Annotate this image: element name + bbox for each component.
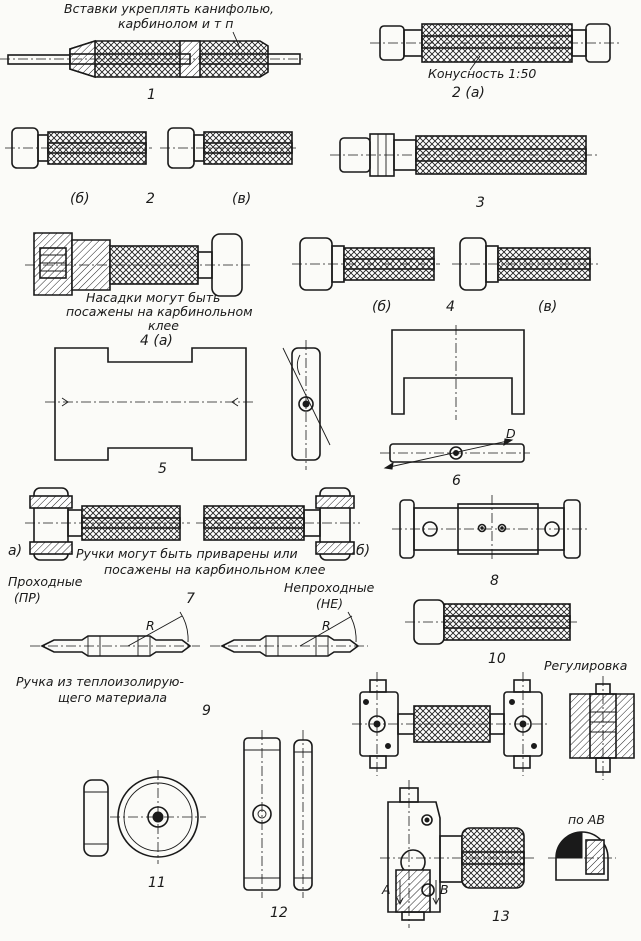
- fig2a-note: Конусность 1:50: [428, 66, 537, 81]
- figure-4a: [25, 232, 250, 297]
- fig9-left-title-line2: (ПР): [14, 590, 41, 605]
- figure-4b: [292, 237, 440, 291]
- figure-10: [405, 599, 580, 645]
- fig4v-label: (в): [538, 299, 558, 315]
- figure-5-side: [282, 340, 331, 470]
- figure-7a: [25, 487, 190, 561]
- fig9-right-title-line1: Непроходные: [284, 580, 375, 595]
- fig10-number: 10: [488, 651, 506, 667]
- figure-2v: [160, 127, 298, 169]
- fig11-number: 11: [148, 875, 166, 891]
- figure-5: [45, 347, 255, 461]
- figure-7b: [196, 487, 360, 561]
- figure-2a: [370, 23, 620, 71]
- figure-13-handle: [380, 780, 535, 928]
- fig4a-note-line3: клее: [148, 318, 179, 333]
- fig4-number: 4: [446, 299, 455, 315]
- fig9-left-radius: R: [146, 618, 155, 633]
- fig6-number: 6: [452, 473, 461, 489]
- figure-3: [330, 133, 598, 177]
- fig4a-note-line2: посажены на карбинольном: [66, 304, 253, 319]
- fig13-section-ab-label: по АВ: [568, 812, 605, 827]
- fig13-regulation-label: Регулировка: [544, 658, 628, 673]
- fig1-number: 1: [147, 87, 156, 103]
- figure-2b: [5, 127, 152, 169]
- fig7-note-line1: Ручки могут быть приварены или: [76, 546, 298, 561]
- fig8-number: 8: [490, 573, 499, 589]
- fig7a-label: а): [8, 543, 23, 559]
- figure-13-section-ab: [548, 831, 616, 881]
- fig1-note-line1: Вставки укреплять канифолью,: [64, 1, 274, 16]
- fig1-note-line2: карбинолом и т п: [118, 16, 234, 31]
- figure-13-regulation: [569, 676, 635, 780]
- fig2-number: 2: [146, 191, 155, 207]
- figure-13-assembly: [352, 672, 550, 776]
- fig12-number: 12: [270, 905, 288, 921]
- fig5-number: 5: [158, 461, 167, 477]
- fig9-right-radius: R: [322, 618, 331, 633]
- fig4a-number: 4 (а): [140, 333, 173, 349]
- figure-11: [83, 770, 206, 864]
- fig2a-number: 2 (а): [452, 85, 485, 101]
- fig9-note-line1: Ручка из теплоизолирую-: [16, 674, 184, 689]
- fig9-note-line2: щего материала: [58, 690, 168, 705]
- figure-1: [0, 31, 305, 79]
- fig9-right-title-line2: (НЕ): [316, 596, 344, 611]
- fig3-number: 3: [476, 195, 485, 211]
- fig13-b-label: В: [440, 882, 449, 897]
- fig2b-label: (б): [70, 191, 90, 207]
- fig2v-label: (в): [232, 191, 252, 207]
- fig6-d-label: D: [506, 426, 516, 441]
- figure-9-right: [210, 611, 368, 657]
- fig9-number: 9: [202, 703, 211, 719]
- figure-8: [392, 495, 590, 562]
- fig4a-note-line1: Насадки могут быть: [86, 290, 221, 305]
- figure-12: [243, 730, 313, 898]
- fig7-note-line2: посажены на карбинольном клее: [104, 562, 326, 577]
- fig4b-label: (б): [372, 299, 392, 315]
- figure-4v: [452, 237, 598, 291]
- figure-9-left: [30, 611, 200, 657]
- fig13-number: 13: [492, 909, 510, 925]
- fig7b-label: б): [356, 543, 371, 559]
- fig9-left-title-line1: Проходные: [8, 574, 83, 589]
- fig13-a-label: А: [382, 882, 391, 897]
- figure-6: [380, 325, 530, 470]
- fig7-number: 7: [186, 591, 195, 607]
